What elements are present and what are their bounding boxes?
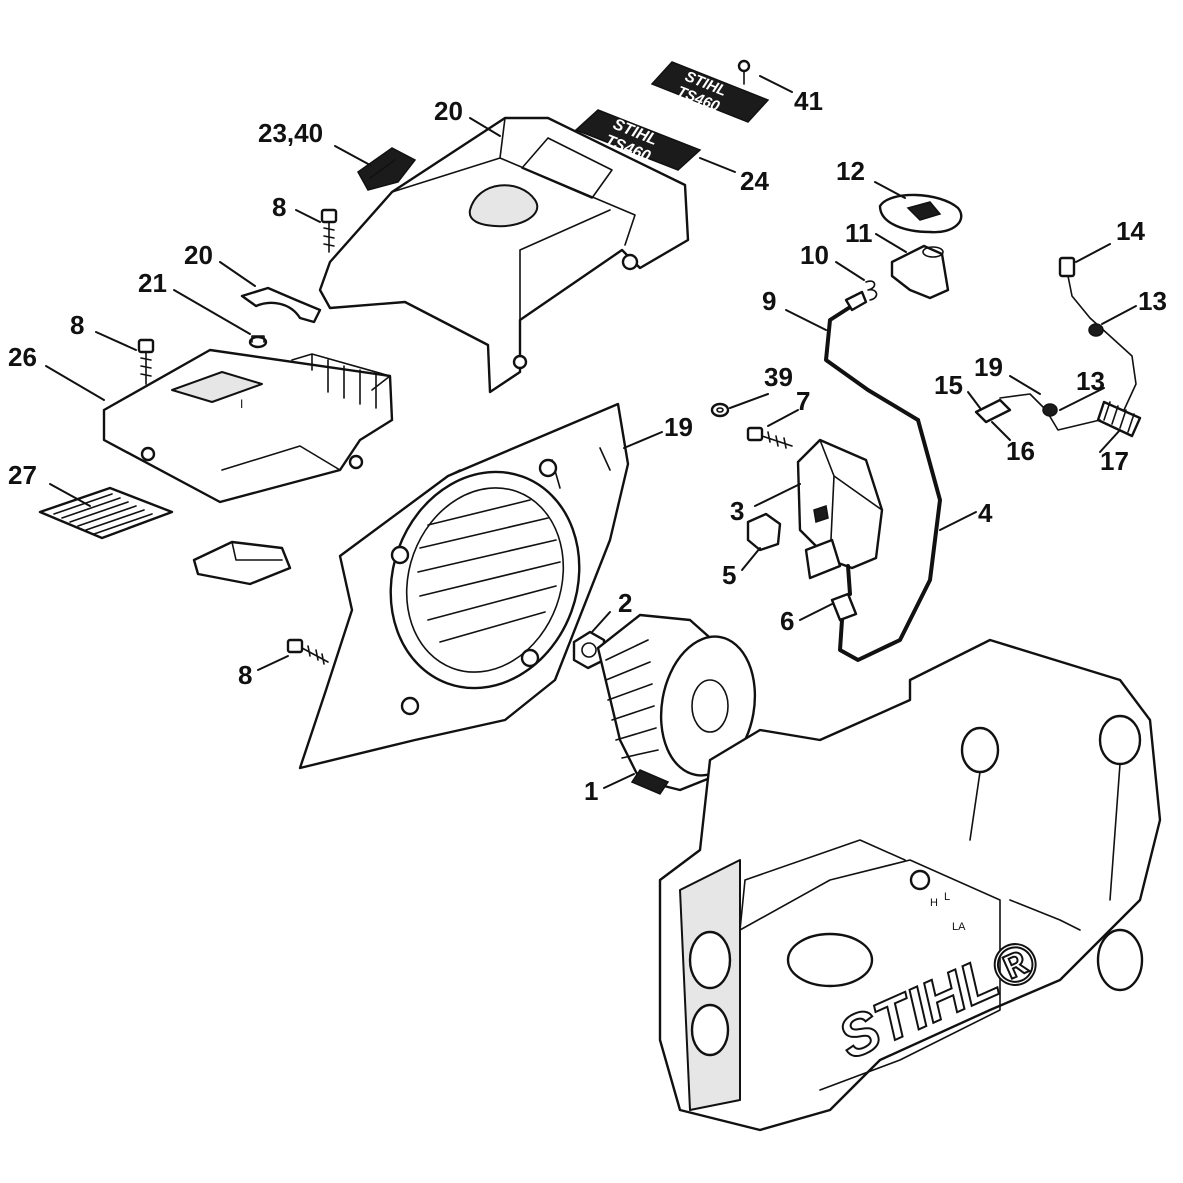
callout-8-bottom: 8 <box>238 660 252 690</box>
part-12-grommet <box>878 193 963 234</box>
callout-labels: 41 20 23,40 24 12 8 11 10 14 20 21 9 13 … <box>8 86 1167 806</box>
callout-7: 7 <box>796 386 810 416</box>
part-3-ignition-module <box>796 438 884 580</box>
part-10-plug-cap <box>890 244 950 300</box>
part-21-clip <box>240 286 322 324</box>
part-8-screw-top <box>320 208 338 253</box>
callout-41: 41 <box>794 86 823 116</box>
callout-6: 6 <box>780 606 794 636</box>
callout-24: 24 <box>740 166 769 196</box>
part-13-wire-upper <box>1058 256 1137 411</box>
part-13-wire-lower <box>974 393 1101 431</box>
part-27-filter <box>38 486 174 540</box>
part-4-cable <box>838 418 942 662</box>
callout-39: 39 <box>764 362 793 392</box>
callout-1: 1 <box>584 776 598 806</box>
crankcase-mark-la: LA <box>952 921 966 933</box>
callout-10: 11 <box>845 218 873 248</box>
callout-4: 4 <box>978 498 993 528</box>
callout-8-left: 8 <box>70 310 84 340</box>
part-7-screw <box>746 426 793 449</box>
callout-8-top: 8 <box>272 192 286 222</box>
leader-lines <box>45 75 1137 789</box>
callout-12: 12 <box>836 156 865 186</box>
part-39-washer <box>710 402 730 418</box>
crankcase-mark-h: H <box>930 897 938 909</box>
part-26-filter-cover: I <box>102 348 394 504</box>
part-9-cable <box>824 290 920 422</box>
callout-19: 19 <box>664 412 693 442</box>
part-11-spring <box>865 280 878 301</box>
callout-11: 10 <box>800 240 829 270</box>
part-1-flywheel <box>596 613 757 795</box>
part-23-40-knob <box>357 147 417 191</box>
part-17-spring <box>1096 400 1142 438</box>
callout-9: 9 <box>762 286 776 316</box>
callout-18: 19 <box>974 352 1003 382</box>
callout-16: 16 <box>1006 436 1035 466</box>
part-8-screw-left <box>137 338 155 385</box>
callout-15: 15 <box>934 370 963 400</box>
part-20-top-shroud <box>318 116 690 394</box>
part-22-grommet <box>248 335 268 349</box>
part-6-boot <box>830 592 858 622</box>
callout-13-lower: 13 <box>1076 366 1105 396</box>
callout-27: 27 <box>8 460 37 490</box>
callout-21: 20 <box>184 240 213 270</box>
part-19-fan-housing <box>298 402 630 770</box>
switch-mark-i: I <box>240 397 243 411</box>
crankcase-mark-l: L <box>944 891 950 903</box>
small-bracket <box>192 540 292 586</box>
callout-2: 2 <box>618 588 632 618</box>
part-8-screw-bottom <box>286 638 329 665</box>
callout-14: 14 <box>1116 216 1145 246</box>
callout-17: 17 <box>1100 446 1129 476</box>
callout-26: 26 <box>8 342 37 372</box>
callout-23-40: 23,40 <box>258 118 323 148</box>
callout-22: 21 <box>138 268 167 298</box>
callout-3: 3 <box>730 496 744 526</box>
callout-13-upper: 13 <box>1138 286 1167 316</box>
callout-5: 5 <box>722 560 736 590</box>
part-decal-plate: STIHL TS460 <box>650 61 770 123</box>
part-41-rivet <box>737 59 751 85</box>
callout-20: 20 <box>434 96 463 126</box>
part-5-clip <box>746 512 782 552</box>
